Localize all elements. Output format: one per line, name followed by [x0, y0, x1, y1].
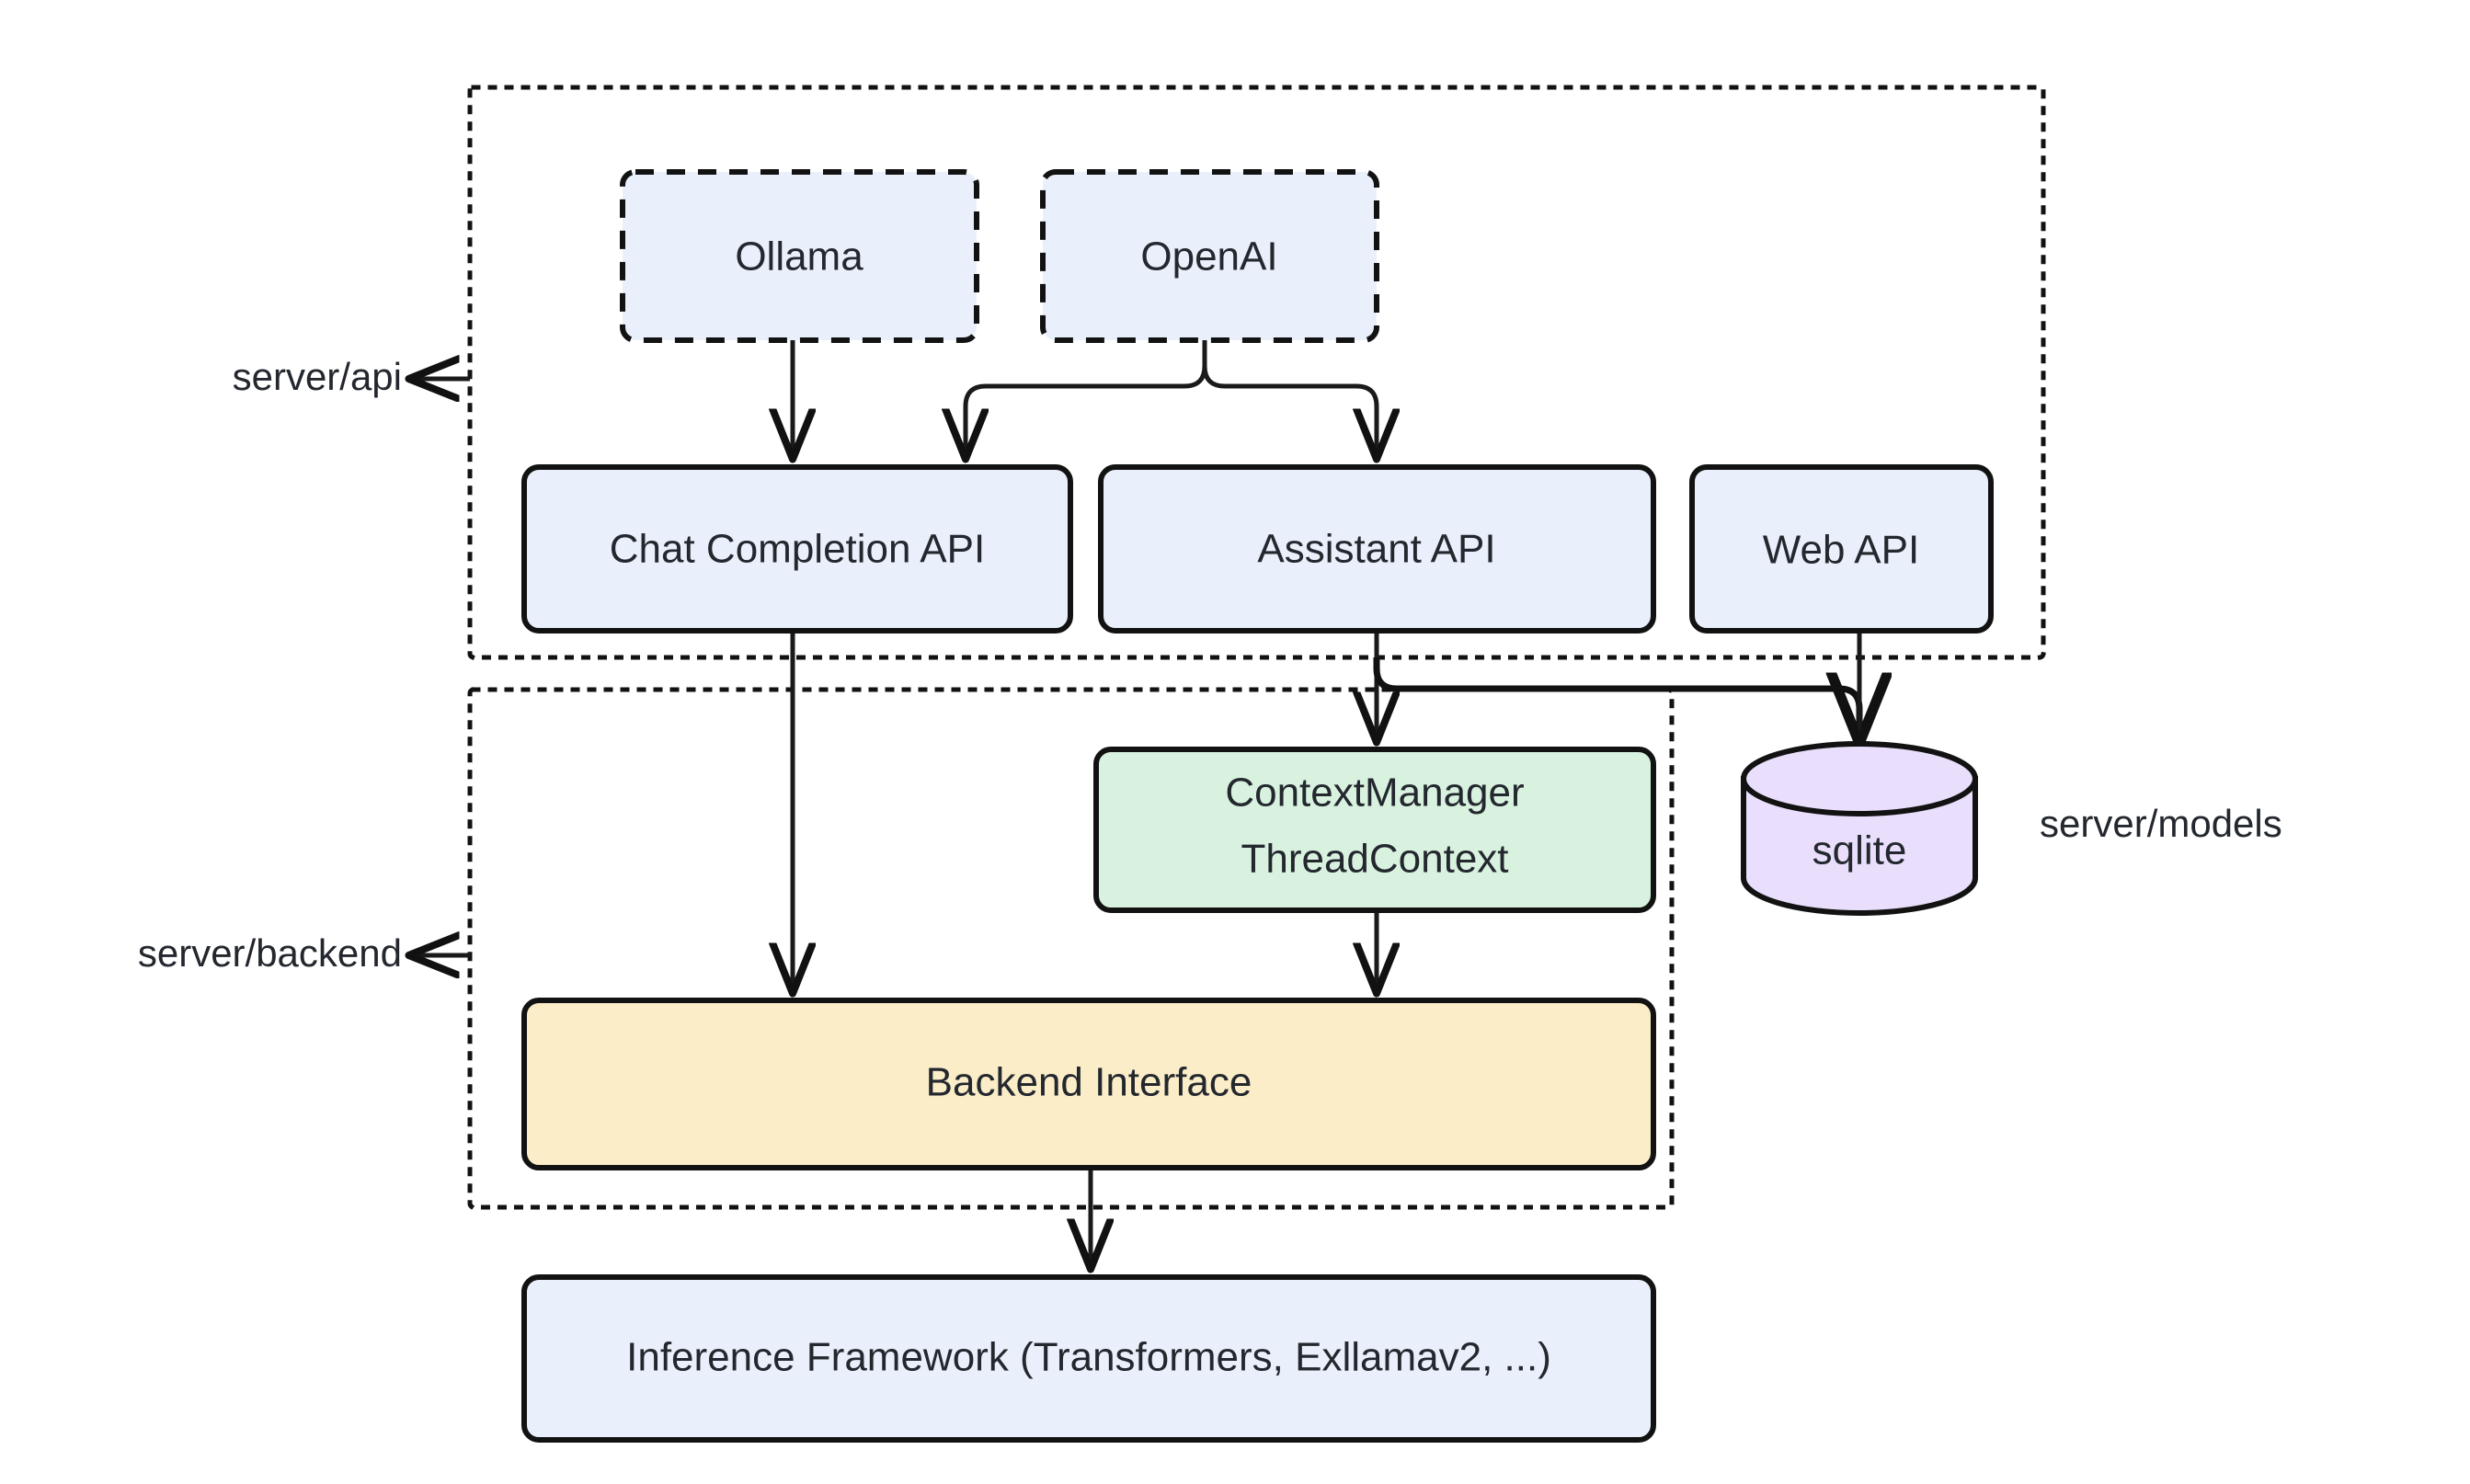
node-backend-interface[interactable]: Backend Interface	[521, 998, 1656, 1170]
node-ollama-label: Ollama	[735, 234, 863, 280]
edge-openai-to-chat-completion	[966, 340, 1207, 457]
group-label-server-api: server/api	[233, 355, 402, 398]
group-container-server-api	[467, 85, 2046, 660]
node-inference-framework[interactable]: Inference Framework (Transformers, Exlla…	[521, 1274, 1656, 1443]
edge-assistant-api-to-sqlite	[1373, 657, 1859, 740]
node-ollama[interactable]: Ollama	[620, 169, 979, 343]
node-context-manager[interactable]: ContextManager ThreadContext	[1093, 747, 1656, 913]
node-inference-framework-label: Inference Framework (Transformers, Exlla…	[626, 1335, 1551, 1380]
node-chat-completion-api-label: Chat Completion API	[610, 527, 985, 572]
node-sqlite[interactable]: sqlite	[1741, 741, 1978, 916]
node-web-api-label: Web API	[1763, 528, 1919, 573]
node-openai-label: OpenAI	[1140, 234, 1277, 280]
node-assistant-api[interactable]: Assistant API	[1098, 464, 1656, 634]
node-backend-interface-label: Backend Interface	[926, 1060, 1252, 1105]
group-container-server-backend	[467, 687, 1675, 1210]
node-context-manager-label-line2: ThreadContext	[1241, 837, 1508, 882]
group-label-server-backend: server/backend	[138, 931, 402, 975]
node-sqlite-label: sqlite	[1812, 828, 1907, 873]
edge-openai-to-assistant-api	[1202, 340, 1377, 457]
node-chat-completion-api[interactable]: Chat Completion API	[521, 464, 1073, 634]
node-context-manager-label-line1: ContextManager	[1225, 771, 1524, 816]
side-label-server-models: server/models	[2040, 802, 2282, 845]
node-openai[interactable]: OpenAI	[1040, 169, 1379, 343]
node-web-api[interactable]: Web API	[1689, 464, 1994, 634]
node-assistant-api-label: Assistant API	[1257, 527, 1495, 572]
